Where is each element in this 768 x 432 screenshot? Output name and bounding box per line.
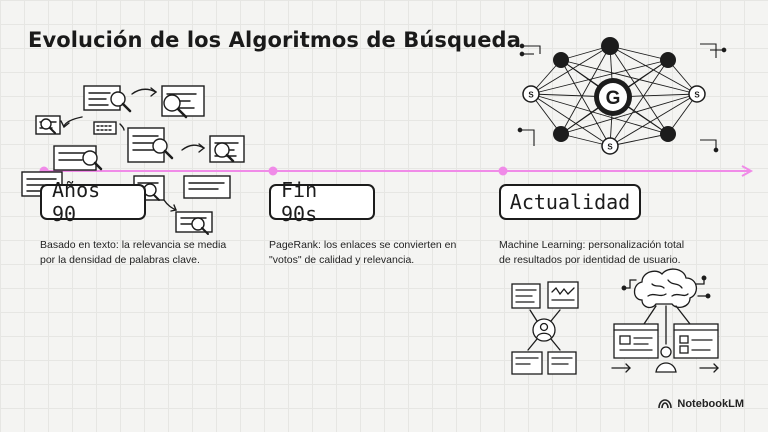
document-magnifier-icon-10 <box>175 211 213 235</box>
document-magnifier-icon-2 <box>161 85 205 119</box>
document-magnifier-icon-5 <box>53 145 103 171</box>
network-node <box>553 126 569 142</box>
era-description-late-90s: PageRank: los enlaces se convierten en "… <box>269 238 489 268</box>
document-icon-8 <box>183 175 231 199</box>
era-description-current: Machine Learning: personalización total … <box>499 238 719 268</box>
notebooklm-brand: NotebookLM <box>658 398 744 410</box>
era-label-90s: Años 90 <box>40 178 146 226</box>
node-letter: S <box>694 91 700 100</box>
user-profile-icon <box>660 346 672 358</box>
circuit-traces <box>517 43 727 153</box>
document-magnifier-icon-3 <box>35 115 61 135</box>
result-card-icon <box>547 351 577 375</box>
slide-title: Evolución de los Algoritmos de Búsqueda <box>28 28 521 52</box>
timeline-dot-2 <box>268 166 278 176</box>
node-letter: S <box>607 143 613 152</box>
network-nodes <box>553 37 676 142</box>
flow-arrows <box>60 87 206 212</box>
timeline-arrowhead <box>741 165 754 177</box>
network-node <box>660 52 676 68</box>
brain-icon <box>633 268 697 309</box>
hub-letter: G <box>606 88 621 109</box>
keyword-block-icon <box>93 121 117 135</box>
era-description-line: por la densidad de palabras clave. <box>40 254 200 266</box>
era-label-late-90s: Fin 90s <box>269 178 375 226</box>
era-description-line: "votos" de calidad y relevancia. <box>269 254 415 266</box>
network-node <box>601 37 619 55</box>
era-description-line: de resultados por identidad de usuario. <box>499 254 681 266</box>
era-label-current: Actualidad <box>499 184 641 220</box>
result-card-icon <box>511 351 543 375</box>
era-description-90s: Basado en texto: la relevancia se media … <box>40 238 260 268</box>
document-magnifier-icon-6 <box>209 135 245 163</box>
document-magnifier-icon-1 <box>83 85 132 113</box>
result-card-icon <box>547 281 579 309</box>
network-node <box>553 52 569 68</box>
google-hub-node: G <box>594 78 632 116</box>
brand-name: NotebookLM <box>677 398 744 410</box>
node-letter: S <box>528 91 534 100</box>
era-description-line: Basado en texto: la relevancia se media <box>40 239 227 251</box>
document-magnifier-icon-4 <box>127 127 174 163</box>
era-description-line: PageRank: los enlaces se convierten en <box>269 239 457 251</box>
node-s-right: S <box>688 85 706 103</box>
user-results-diagram <box>511 281 579 375</box>
ml-brain-diagram <box>611 268 719 373</box>
node-s-bottom: S <box>601 137 619 155</box>
node-s-left: S <box>522 85 540 103</box>
network-node <box>660 126 676 142</box>
notebooklm-logo-icon <box>658 399 673 409</box>
timeline-dot-3 <box>498 166 508 176</box>
era-description-line: Machine Learning: personalización total <box>499 239 685 251</box>
